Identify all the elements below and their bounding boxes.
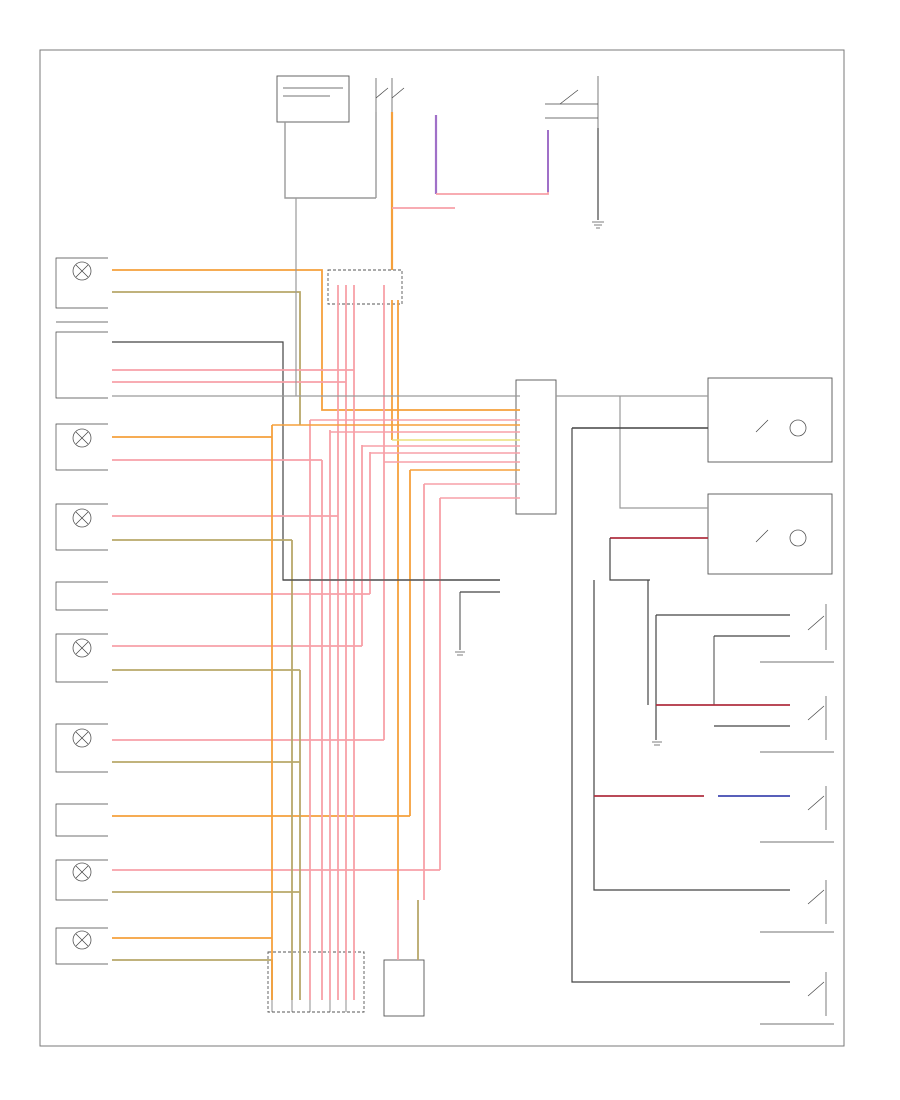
lamp-icon-trunk (789, 419, 807, 437)
junction-block-middle (515, 379, 557, 515)
wire-black-right-vert (571, 428, 790, 983)
wire-reardefog-olive (112, 959, 273, 1000)
ground-symbol-top (592, 221, 604, 229)
bracket-ashtray (55, 859, 108, 901)
fuse-box-top (276, 75, 350, 123)
door-switch-left-front (760, 604, 834, 663)
bracket-lighter (55, 803, 108, 837)
wire-pink-top (436, 130, 549, 195)
wire-dimmer-olive (112, 291, 301, 425)
lamp-icon-4 (72, 638, 92, 658)
wire-black-594 (593, 580, 790, 891)
wire-dimmer-orange (112, 269, 520, 411)
lamp-icon-6 (72, 862, 92, 882)
left-components (55, 257, 108, 965)
junction-feed-wires (112, 198, 520, 499)
wire-black-interior-drop (609, 538, 650, 581)
wire-gray-right-drop (619, 396, 708, 509)
door-switch-left-rear (760, 786, 834, 843)
trunk-switch (760, 972, 834, 1025)
hazard-block (383, 959, 425, 1017)
top-power-section (276, 75, 604, 300)
lamp-icon-3 (72, 508, 92, 528)
bracket-clock (55, 423, 108, 471)
junction-block-upper (327, 269, 403, 305)
lamp-icon-interior (789, 529, 807, 547)
vertical-bus-wires (271, 285, 441, 1000)
bracket-radio (55, 633, 108, 683)
trunk-room-lamp-box (707, 377, 833, 463)
horizontal-wires (112, 269, 520, 1000)
junction-block-lower (267, 951, 365, 1013)
ground-symbol-right (652, 741, 662, 746)
bracket-defogger (55, 723, 108, 773)
bracket-rear-defog (55, 927, 108, 965)
right-section (455, 377, 834, 1025)
bracket-cluster (55, 331, 108, 399)
door-switch-right-rear (760, 880, 834, 933)
door-switch-right-front (760, 696, 834, 753)
lamp-icon-5 (72, 728, 92, 748)
interior-room-lamp-box (707, 493, 833, 575)
wire-cluster-black (112, 341, 500, 581)
bracket-dimmer (55, 257, 108, 309)
ground-symbol-left (455, 651, 465, 656)
bracket-ac (55, 581, 108, 611)
lower-junction-pins (271, 1000, 347, 1012)
bracket-gauge (55, 503, 108, 551)
diagram-frame (39, 49, 845, 1047)
lamp-icon-7 (72, 930, 92, 950)
wire-gray-top-left (284, 122, 376, 199)
lamp-icon-1 (72, 261, 92, 281)
lamp-icon-2 (72, 428, 92, 448)
